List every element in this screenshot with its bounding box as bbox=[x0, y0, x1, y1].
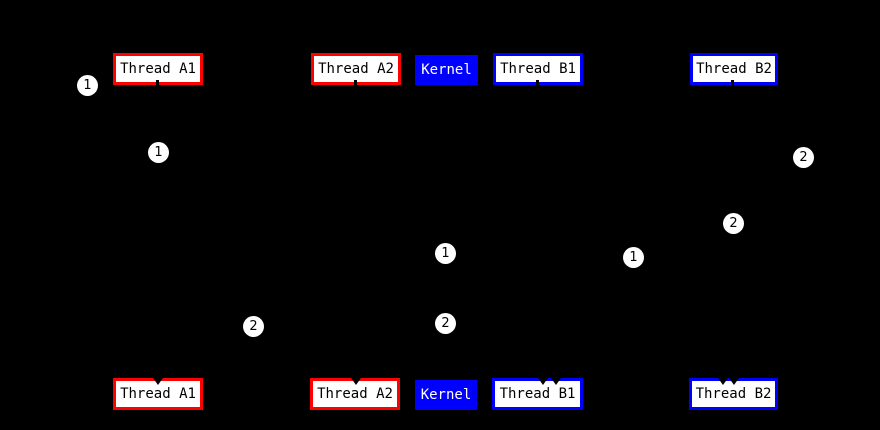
edge-arrowhead-icon bbox=[351, 378, 361, 385]
sequence-marker-label: 2 bbox=[729, 216, 738, 231]
node-kernel-top: Kernel bbox=[415, 55, 478, 85]
sequence-marker: 1 bbox=[77, 75, 98, 96]
sequence-marker-label: 1 bbox=[629, 250, 638, 265]
node-kernel-bottom: Kernel bbox=[415, 380, 477, 410]
sequence-marker-label: 1 bbox=[154, 145, 163, 160]
node-thread-a1-top: Thread A1 bbox=[113, 53, 203, 85]
sequence-marker-label: 1 bbox=[441, 246, 450, 261]
node-label: Thread B2 bbox=[696, 61, 772, 77]
node-label: Thread B2 bbox=[695, 386, 772, 402]
edge-arrowhead-icon bbox=[718, 378, 728, 385]
node-thread-b1-bottom: Thread B1 bbox=[492, 378, 583, 410]
edge-arrowhead-icon bbox=[729, 378, 739, 385]
edge-tail-stub bbox=[731, 80, 734, 89]
edge-tail-stub bbox=[536, 80, 539, 89]
edge-arrowhead-icon bbox=[551, 378, 561, 385]
sequence-marker: 2 bbox=[243, 316, 264, 337]
sequence-marker: 2 bbox=[435, 313, 456, 334]
sequence-marker-label: 2 bbox=[441, 316, 450, 331]
node-label: Thread A2 bbox=[318, 61, 394, 77]
sequence-marker: 1 bbox=[435, 243, 456, 264]
sequence-marker-label: 2 bbox=[249, 319, 258, 334]
sequence-marker: 2 bbox=[723, 213, 744, 234]
sequence-marker-label: 1 bbox=[83, 78, 92, 93]
edge-arrowhead-icon bbox=[153, 378, 163, 385]
node-label: Thread B1 bbox=[500, 61, 576, 77]
node-thread-b1-top: Thread B1 bbox=[493, 53, 583, 85]
sequence-marker: 1 bbox=[623, 247, 644, 268]
node-label: Kernel bbox=[420, 387, 472, 403]
edge-tail-stub bbox=[156, 80, 159, 89]
sequence-marker: 2 bbox=[793, 147, 814, 168]
edge-arrowhead-icon bbox=[538, 378, 548, 385]
node-label: Kernel bbox=[421, 62, 472, 78]
node-label: Thread B1 bbox=[499, 386, 576, 402]
node-label: Thread A1 bbox=[120, 386, 196, 402]
node-thread-b2-top: Thread B2 bbox=[690, 53, 778, 85]
edge-tail-stub bbox=[354, 80, 357, 89]
sequence-marker: 1 bbox=[148, 142, 169, 163]
node-label: Thread A2 bbox=[317, 386, 393, 402]
node-label: Thread A1 bbox=[120, 61, 196, 77]
sequence-marker-label: 2 bbox=[799, 150, 808, 165]
